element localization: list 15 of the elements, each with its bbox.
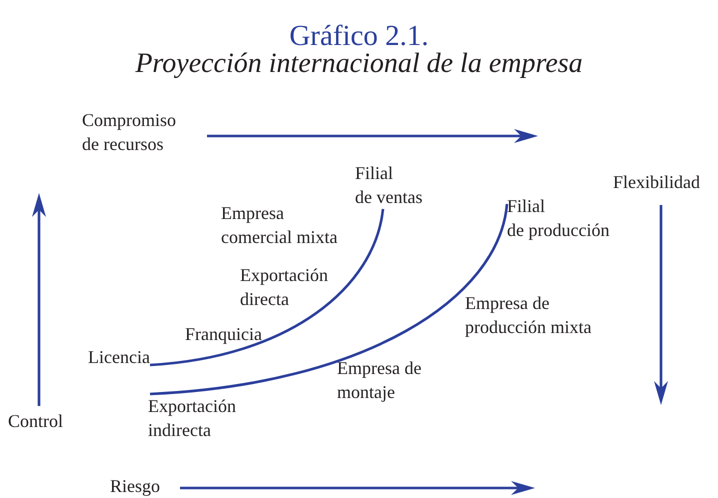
axis-label: Empresa de producción mixta — [465, 292, 592, 339]
curve-line — [150, 204, 508, 396]
axis-label: Empresa de montaje — [337, 357, 422, 404]
axis-label: Franquicia — [185, 323, 262, 346]
stage-label: Filial de ventas — [355, 161, 422, 209]
stage-label: Filial de producción — [507, 194, 610, 242]
axis-label: Flexibilidad — [613, 171, 700, 194]
axis-label: Compromiso de recursos — [82, 109, 176, 156]
axis-label: Riesgo — [110, 475, 160, 498]
curve-line — [150, 208, 384, 366]
axis-label: Empresa comercial mixta — [221, 202, 338, 249]
stage-label: Exportación indirecta — [148, 394, 236, 442]
axis-label: Exportación directa — [240, 264, 328, 311]
axis-label: Control — [8, 410, 64, 433]
stage-label: Licencia — [88, 345, 150, 369]
